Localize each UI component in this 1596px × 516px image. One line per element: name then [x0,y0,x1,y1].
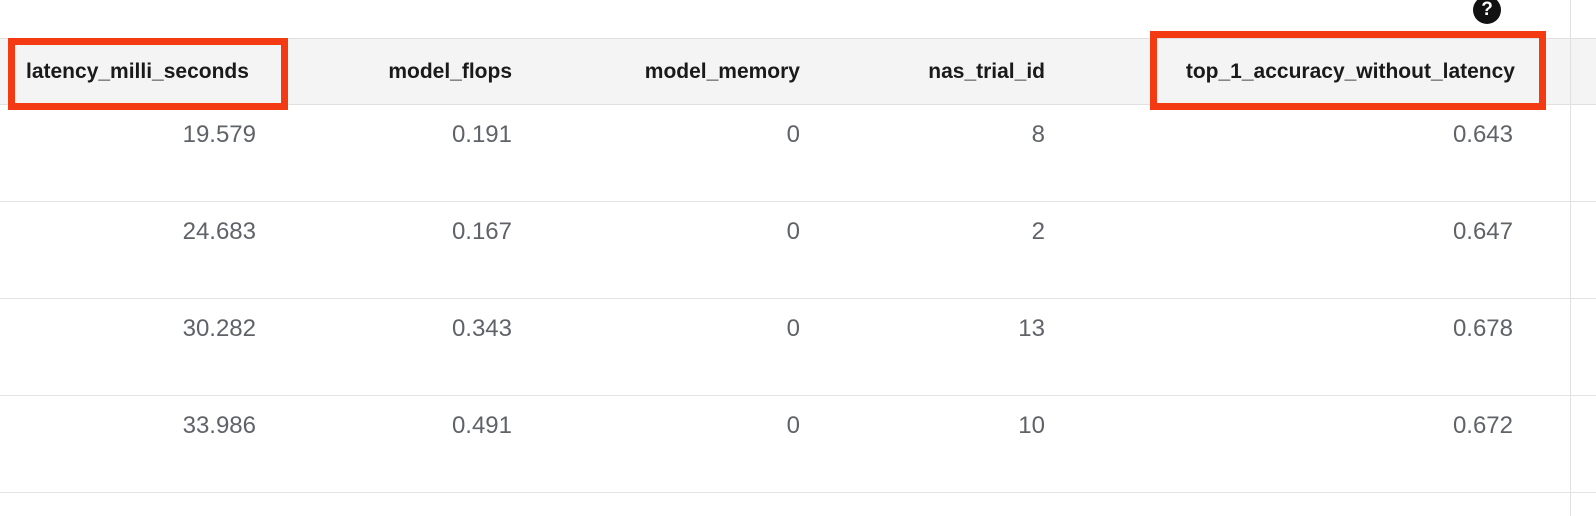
cell-nas-trial-id: 10 [1018,412,1045,439]
cell-latency-milli-seconds: 33.986 [182,412,256,439]
next-column-header-cell[interactable] [1570,38,1596,105]
column-header-latency-milli-seconds[interactable]: latency_milli_seconds [26,60,249,83]
column-header-model-memory[interactable]: model_memory [644,60,800,83]
cell-model-memory: 0 [786,412,800,439]
table-body: 19.579 0.191 0 8 0.643 24.683 0.167 0 2 … [0,105,1596,493]
column-header-top-1-accuracy-without-latency[interactable]: top_1_accuracy_without_latency [1185,60,1515,83]
cell-model-memory: 0 [786,121,800,148]
cell-latency-milli-seconds: 24.683 [182,218,256,245]
table-row[interactable]: 33.986 0.491 0 10 0.672 [0,396,1596,493]
cell-nas-trial-id: 2 [1031,218,1045,245]
table-row[interactable]: 24.683 0.167 0 2 0.647 [0,202,1596,299]
cell-latency-milli-seconds: 30.282 [182,315,256,342]
cell-model-memory: 0 [786,315,800,342]
column-header-nas-trial-id[interactable]: nas_trial_id [928,60,1045,83]
cell-model-memory: 0 [786,218,800,245]
cell-model-flops: 0.191 [451,121,512,148]
cell-model-flops: 0.167 [451,218,512,245]
cell-nas-trial-id: 13 [1018,315,1045,342]
help-icon[interactable]: ? [1473,0,1501,24]
table-row[interactable]: 19.579 0.191 0 8 0.643 [0,105,1596,202]
table-header-row: latency_milli_seconds model_flops model_… [0,38,1596,105]
cell-top-1-accuracy-without-latency: 0.678 [1452,315,1513,342]
cell-model-flops: 0.343 [451,315,512,342]
cell-top-1-accuracy-without-latency: 0.647 [1452,218,1513,245]
column-divider [1570,38,1571,516]
cell-model-flops: 0.491 [451,412,512,439]
cell-nas-trial-id: 8 [1031,121,1045,148]
cell-latency-milli-seconds: 19.579 [182,121,256,148]
cell-top-1-accuracy-without-latency: 0.643 [1452,121,1513,148]
column-divider-top [1570,0,1571,38]
table-row[interactable]: 30.282 0.343 0 13 0.678 [0,299,1596,396]
cell-top-1-accuracy-without-latency: 0.672 [1452,412,1513,439]
column-header-model-flops[interactable]: model_flops [388,60,512,83]
